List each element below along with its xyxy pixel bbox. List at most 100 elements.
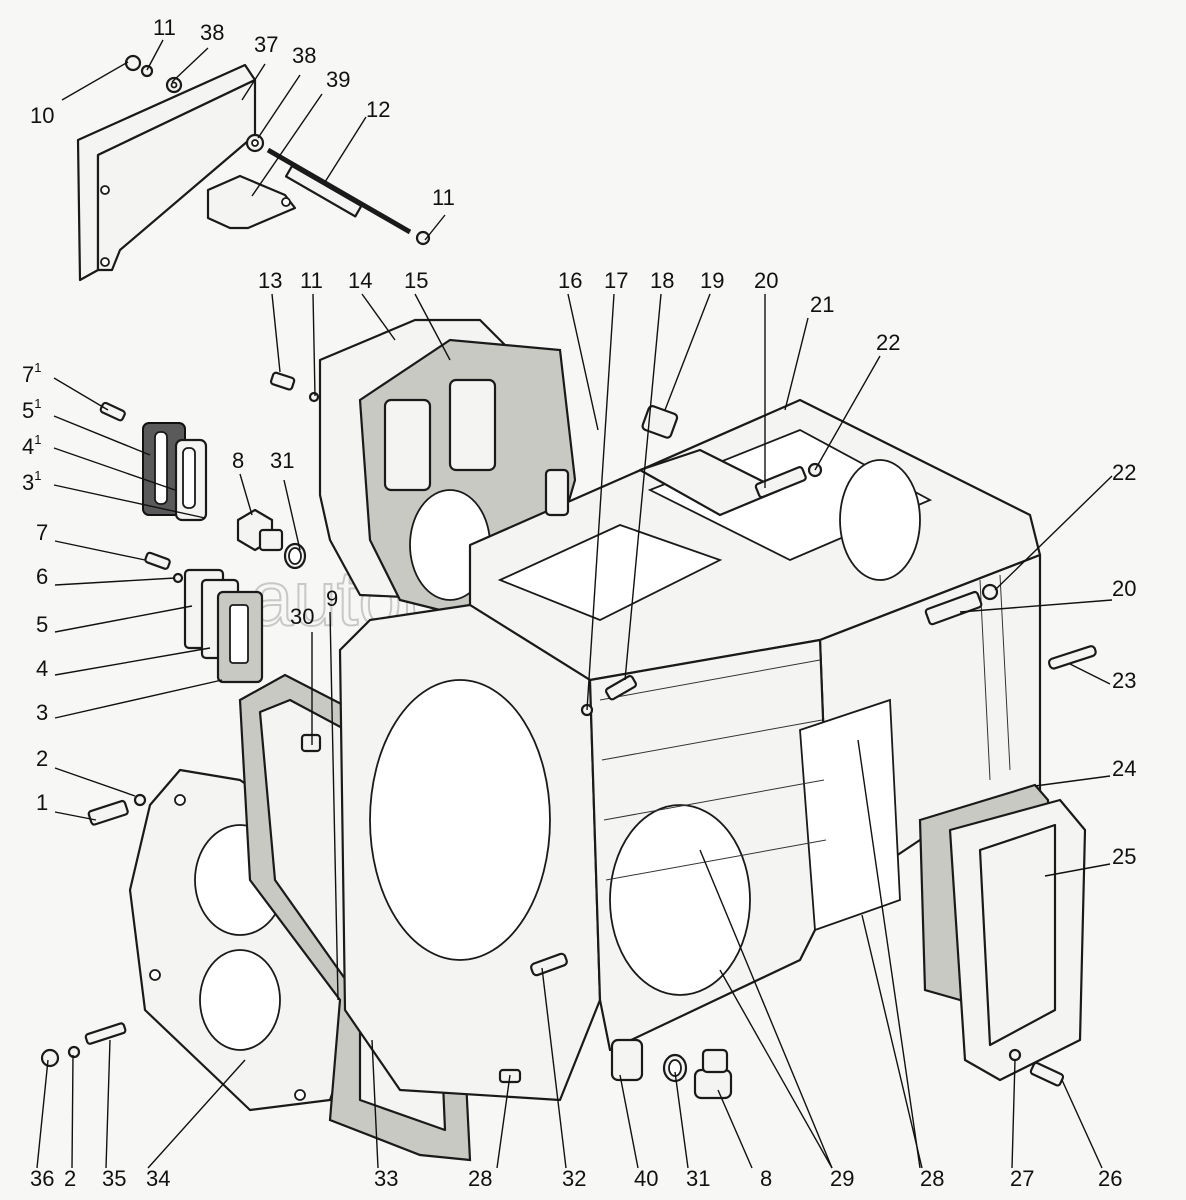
callout-c10: 10 xyxy=(30,61,129,128)
callout-label: 29 xyxy=(830,1166,854,1191)
rod-12 xyxy=(266,147,412,235)
gasket-3 xyxy=(216,590,264,684)
bracket-37 xyxy=(76,63,257,282)
leader-line xyxy=(586,293,615,711)
callout-c38b: 38 xyxy=(257,43,316,139)
callout-label: 51 xyxy=(22,396,41,423)
leader-line xyxy=(61,61,129,101)
callout-label: 12 xyxy=(366,97,390,122)
callout-label: 34 xyxy=(146,1166,170,1191)
callout-c11c: 11 xyxy=(300,268,323,397)
bolt-18 xyxy=(604,674,637,701)
callout-c11a: 11 xyxy=(146,15,176,71)
callout-label: 32 xyxy=(562,1166,586,1191)
seal-ring-31-left xyxy=(283,542,307,570)
plate-39 xyxy=(206,174,297,230)
callout-c14: 14 xyxy=(348,268,396,341)
callout-label: 2 xyxy=(36,746,48,771)
leader-line xyxy=(719,969,833,1169)
plug-8-bottom xyxy=(693,1048,733,1100)
leader-line xyxy=(664,293,711,411)
clip-11 xyxy=(415,230,431,246)
leader-line xyxy=(1044,863,1111,877)
callout-label: 28 xyxy=(920,1166,944,1191)
callout-label: 19 xyxy=(700,268,724,293)
callout-c16: 16 xyxy=(558,268,599,431)
callout-label: 8 xyxy=(760,1166,772,1191)
callout-c22a: 22 xyxy=(814,330,900,471)
leader-line xyxy=(54,811,97,821)
callout-c2a: 2 xyxy=(36,746,136,797)
leader-line xyxy=(624,293,662,681)
leader-line xyxy=(784,317,809,411)
callout-c25: 25 xyxy=(1044,844,1136,877)
leader-line xyxy=(53,484,206,519)
plug-30 xyxy=(300,733,322,753)
callout-c36: 36 xyxy=(30,1059,54,1191)
callout-label: 26 xyxy=(1098,1166,1122,1191)
callout-c11b: 11 xyxy=(424,185,455,241)
callout-label: 38 xyxy=(200,20,224,45)
leader-line xyxy=(324,116,367,183)
callout-c3: 3 xyxy=(36,679,223,725)
callout-label: 35 xyxy=(102,1166,126,1191)
callout-c29: 29 xyxy=(699,849,854,1191)
washer-27 xyxy=(1008,1048,1022,1062)
callout-label: 20 xyxy=(754,268,778,293)
callout-label: 11 xyxy=(432,185,455,210)
callout-c22b: 22 xyxy=(994,460,1136,591)
leader-line xyxy=(674,1071,689,1169)
leader-line xyxy=(496,1074,511,1169)
leader-line xyxy=(1069,663,1111,685)
callout-c30: 30 xyxy=(290,604,314,745)
callout-label: 38 xyxy=(292,43,316,68)
bolt-7-1 xyxy=(99,401,126,422)
callout-label: 22 xyxy=(1112,460,1136,485)
leader-line xyxy=(959,599,1113,613)
leader-line xyxy=(105,1039,111,1169)
leader-line xyxy=(147,1059,246,1169)
callout-label: 39 xyxy=(326,67,350,92)
callout-c5: 5 xyxy=(36,605,193,637)
callout-c28b: 28 xyxy=(857,739,944,1191)
callout-c31a: 31 xyxy=(270,448,301,551)
callout-superscript: 1 xyxy=(34,360,41,375)
callout-c15: 15 xyxy=(404,268,451,361)
leader-line xyxy=(861,914,923,1169)
callout-label: 27 xyxy=(1010,1166,1034,1191)
leader-line xyxy=(239,473,253,516)
washer-6 xyxy=(172,572,184,584)
callout-label: 31 xyxy=(22,468,41,495)
leader-line xyxy=(1011,1059,1016,1169)
callout-label: 1 xyxy=(36,790,48,815)
callout-label: 22 xyxy=(876,330,900,355)
callout-c32: 32 xyxy=(541,967,586,1191)
callout-label: 24 xyxy=(1112,756,1136,781)
callout-label: 3 xyxy=(36,700,48,725)
leader-line xyxy=(699,849,833,1169)
washer-2-left xyxy=(133,793,147,807)
leader-line xyxy=(54,540,146,561)
bolt-1 xyxy=(87,799,129,826)
bolt-20-top xyxy=(754,466,807,499)
leader-line xyxy=(54,767,136,797)
callout-label: 25 xyxy=(1112,844,1136,869)
callout-label: 4 xyxy=(36,656,48,681)
callout-label: 11 xyxy=(300,268,323,293)
leader-line xyxy=(171,47,209,83)
callout-c38a: 38 xyxy=(171,20,224,83)
callout-label: 36 xyxy=(30,1166,54,1191)
callout-c2b: 2 xyxy=(64,1054,76,1191)
callout-c40: 40 xyxy=(619,1074,658,1191)
callout-c19: 19 xyxy=(664,268,724,411)
callout-c35: 35 xyxy=(102,1039,126,1191)
fitting-40 xyxy=(610,1038,644,1082)
leader-line xyxy=(371,1039,379,1169)
washer-11-mid xyxy=(308,391,320,403)
leader-line xyxy=(312,293,316,397)
leader-line xyxy=(54,647,211,676)
bolt-20-right xyxy=(924,590,983,626)
leader-line xyxy=(329,611,339,1001)
callout-c34: 34 xyxy=(146,1059,246,1191)
